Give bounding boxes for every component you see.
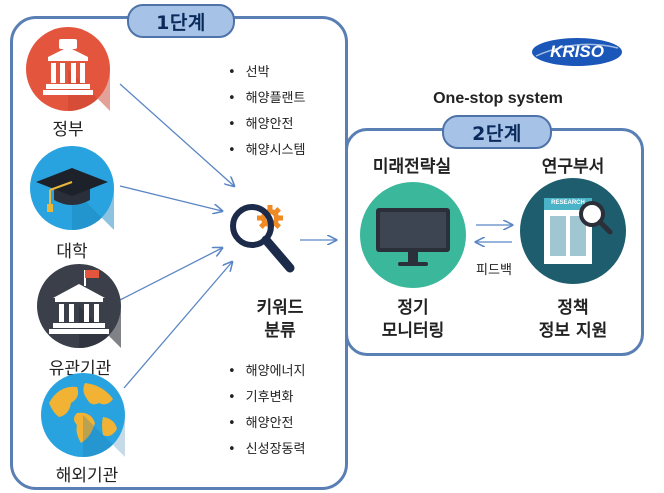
government-building-icon (26, 27, 110, 115)
source-label-government: 정부 (52, 120, 84, 140)
system-title: One-stop system (433, 90, 563, 107)
stage2-pill: 2단계 (442, 115, 552, 149)
arrow-overseas-org (123, 262, 232, 389)
source-label-university: 대학 (56, 242, 88, 262)
source-label-related-org: 유관기관 (48, 359, 112, 379)
keyword-item: 해양시스템 (228, 138, 306, 164)
arrow-related-org (119, 248, 222, 301)
arrow-government (119, 83, 234, 186)
keyword-item: 신성장동력 (228, 437, 306, 463)
research-unit-title: 연구부서 (541, 157, 605, 177)
keyword-item: 해양안전 (228, 411, 305, 437)
institution-building-icon (37, 264, 121, 352)
source-label-overseas-org: 해외기관 (55, 466, 119, 486)
keyword-list-bottom: 해양에너지 기후변화 해양안전 신성장동력 (228, 359, 306, 463)
kriso-logo: KRISO (530, 36, 624, 68)
keyword-list-top: 선박 해양플랜트 해양안전 해양시스템 (228, 60, 306, 164)
keyword-search-icon (226, 200, 304, 282)
research-doc-label: RESEARCH (551, 200, 585, 206)
arrow-university (119, 185, 222, 211)
graduation-cap-icon (30, 146, 114, 234)
research-unit-line2: 정보 지원 (538, 321, 608, 341)
keyword-item: 해양에너지 (228, 359, 306, 385)
research-document-icon: RESEARCH (520, 178, 626, 288)
classify-label-line1: 키워드 (256, 298, 304, 318)
globe-icon (41, 373, 125, 461)
keyword-item: 기후변화 (228, 385, 305, 411)
feedback-label: 피드백 (476, 263, 512, 278)
research-unit-line1: 정책 (557, 298, 589, 318)
keyword-item: 해양안전 (228, 112, 305, 138)
stage1-pill: 1단계 (127, 4, 235, 38)
keyword-item: 해양플랜트 (228, 86, 306, 112)
monitor-unit-line2: 모니터링 (381, 321, 445, 341)
monitor-unit-title: 미래전략실 (372, 157, 452, 177)
monitor-icon (360, 182, 466, 292)
monitor-unit-line1: 정기 (397, 298, 429, 318)
kriso-logo-text: KRISO (550, 42, 604, 61)
keyword-item: 선박 (228, 60, 305, 86)
classify-label-line2: 분류 (264, 321, 296, 341)
